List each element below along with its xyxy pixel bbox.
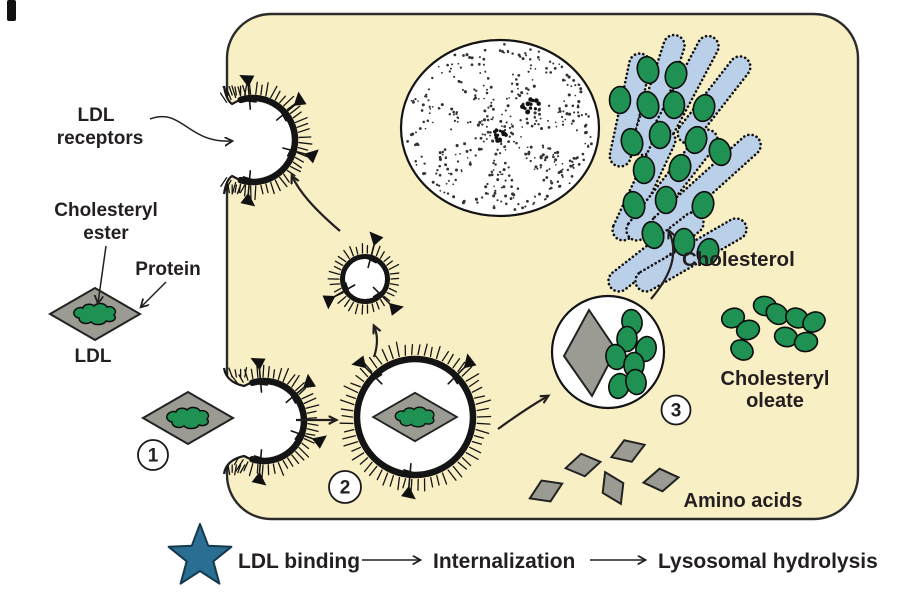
ldl-receptor bbox=[290, 427, 327, 449]
coated-pit-top bbox=[222, 85, 299, 195]
step-1-badge: 1 bbox=[137, 439, 169, 471]
ldl-receptor bbox=[239, 74, 257, 110]
pointer-arrow-cholesteryl-ester bbox=[98, 245, 107, 303]
label-cholesterol: Cholesterol bbox=[682, 248, 795, 271]
arrow-to-cholesterol bbox=[650, 231, 673, 300]
ldl-receptor bbox=[363, 231, 384, 269]
label-ldl-receptors-line2: receptors bbox=[57, 128, 144, 149]
label-ldl-receptors: LDL receptors bbox=[57, 105, 144, 149]
ldl-receptor bbox=[351, 355, 383, 385]
arrow-endosome-to-lysosome bbox=[497, 396, 548, 430]
cholesteryl-oleate-cluster bbox=[720, 295, 826, 361]
ldl-receptor bbox=[401, 463, 418, 500]
label-cholesteryl-oleate-line1: Cholesteryl bbox=[721, 368, 830, 390]
ldl-particle bbox=[49, 287, 141, 341]
star-icon bbox=[167, 523, 233, 585]
step-2-badge: 2 bbox=[328, 470, 362, 504]
caption-ldl-binding: LDL binding bbox=[238, 550, 360, 573]
arrow-endosome-to-vesicle bbox=[374, 326, 377, 358]
pointer-arrow-protein bbox=[141, 281, 167, 307]
pointer-arrow-ldl-receptors bbox=[149, 116, 232, 142]
label-ldl: LDL bbox=[75, 346, 112, 367]
step-3-number: 3 bbox=[671, 401, 682, 422]
clathrin-coat-hairs bbox=[219, 79, 492, 494]
corner-crop-artifact bbox=[7, 0, 16, 21]
nucleus bbox=[399, 38, 601, 218]
label-amino-acids: Amino acids bbox=[684, 490, 803, 512]
caption-lysosomal-hydrolysis: Lysosomal hydrolysis bbox=[658, 550, 878, 573]
ldl-receptor bbox=[275, 91, 307, 122]
chromatin-stipple bbox=[406, 42, 593, 211]
label-protein: Protein bbox=[135, 259, 200, 280]
protein-remnant bbox=[562, 308, 618, 398]
lysosome bbox=[550, 294, 666, 410]
ldl-receptor bbox=[447, 353, 477, 385]
ldl-receptor bbox=[372, 286, 404, 316]
ldl-receptor bbox=[251, 449, 268, 486]
endosome bbox=[353, 355, 477, 479]
step-2-number: 2 bbox=[340, 478, 351, 499]
label-cholesteryl-ester: Cholesteryl ester bbox=[54, 200, 157, 244]
ldl-receptor bbox=[285, 373, 316, 404]
caption-internalization: Internalization bbox=[433, 550, 575, 573]
cholesterol-droplets bbox=[605, 308, 657, 400]
ldl-receptor bbox=[250, 357, 269, 393]
rough-er bbox=[607, 33, 763, 293]
ldl-receptor bbox=[282, 143, 319, 164]
ldl-receptor bbox=[240, 170, 257, 207]
caption-row: LDL binding Internalization Lysosomal hy… bbox=[167, 523, 878, 585]
ldl-receptor bbox=[322, 282, 356, 310]
ldl-particle bbox=[142, 391, 234, 445]
label-cholesteryl-ester-line2: ester bbox=[83, 223, 129, 244]
label-cholesteryl-ester-line1: Cholesteryl bbox=[54, 200, 157, 221]
arrow-vesicle-to-pit bbox=[292, 176, 341, 232]
label-ldl-receptors-line1: LDL bbox=[78, 105, 115, 126]
step-3-badge: 3 bbox=[660, 394, 692, 426]
amino-acid-fragments bbox=[528, 439, 681, 506]
label-cholesteryl-oleate-line2: oleate bbox=[746, 390, 804, 412]
ldl-receptor-symbols bbox=[239, 74, 477, 500]
step-1-number: 1 bbox=[148, 446, 159, 467]
label-cholesteryl-oleate: Cholesteryl oleate bbox=[721, 368, 830, 412]
